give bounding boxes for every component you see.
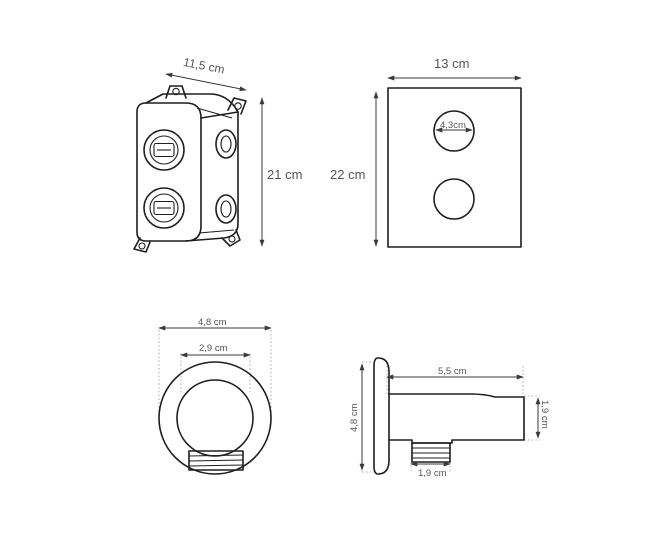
outlet-inner-ring <box>176 379 254 457</box>
length-label: 5,5 cm <box>438 366 467 377</box>
lower-hole <box>433 178 475 220</box>
lower-cartridge <box>143 187 185 229</box>
upper-cartridge <box>143 129 185 171</box>
outer-dim-label: 4,8 cm <box>198 317 227 328</box>
upper-hole <box>433 110 475 152</box>
box-front-face <box>136 102 202 242</box>
cover-plate <box>387 87 522 248</box>
box-height-label: 21 cm <box>267 167 302 182</box>
height-label: 4,8 cm <box>349 403 360 432</box>
mounting-tabs <box>133 85 247 253</box>
hole-label: 4,3cm <box>440 120 466 131</box>
outlet-outer-ring <box>158 361 272 475</box>
plate-height-label: 22 cm <box>330 167 365 182</box>
cover-plate-drawing: 4,3cm 13 cm 22 cm <box>330 56 522 248</box>
side-port-upper <box>215 129 237 159</box>
box-width-dim-line <box>165 72 247 92</box>
side-port-lower <box>215 194 237 224</box>
mixing-box-drawing: 11,5 cm 21 cm <box>133 55 302 253</box>
outlet-front-drawing: 4,8 cm 2,9 cm <box>158 317 272 475</box>
box-width-label: 11,5 cm <box>182 55 226 77</box>
pipe-label: 1,9 cm <box>539 400 550 429</box>
box-top-face <box>145 93 239 119</box>
inner-dim-label: 2,9 cm <box>199 343 228 354</box>
side-thread <box>411 442 451 463</box>
plate-width-label: 13 cm <box>434 56 469 71</box>
outlet-side-drawing: 5,5 cm 4,8 cm 1,9 cm 1,9 cm <box>349 357 550 479</box>
wall-flange <box>373 357 390 475</box>
outlet-body <box>388 393 525 444</box>
thread-label: 1,9 cm <box>418 468 447 479</box>
box-right-side <box>185 111 239 242</box>
outlet-thread <box>188 450 244 471</box>
